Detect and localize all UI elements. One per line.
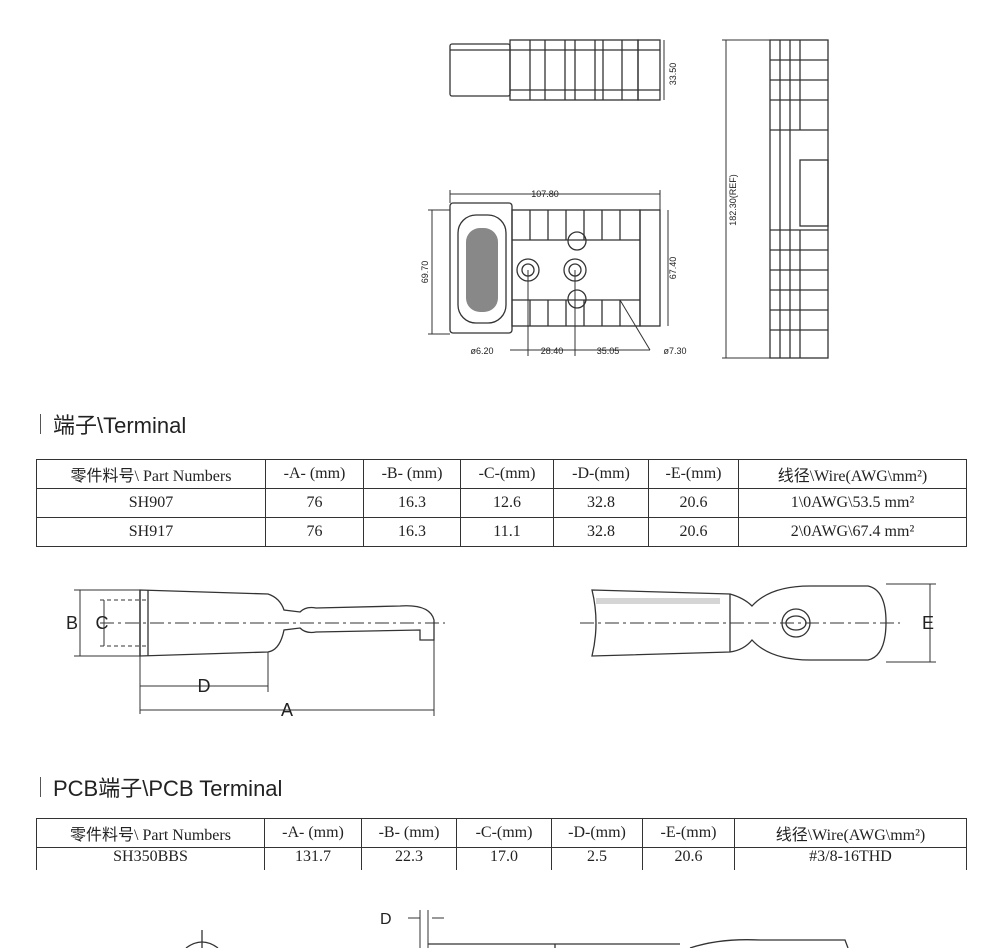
dim-hole-left: ø6.20: [470, 346, 493, 356]
col-c: -C-(mm): [456, 818, 552, 848]
col-d: -D-(mm): [551, 818, 643, 848]
cell-c: 12.6: [460, 488, 554, 518]
col-b: -B- (mm): [363, 459, 461, 489]
col-a: -A- (mm): [264, 818, 362, 848]
col-wire: 线径\Wire(AWG\mm²): [734, 818, 967, 848]
terminal-heading-text: 端子\Terminal: [53, 413, 187, 438]
cell-d: 32.8: [553, 488, 649, 518]
table-row: SH917 76 16.3 11.1 32.8 20.6 2\0AWG\67.4…: [36, 517, 967, 547]
dim-spacing-1: 28.40: [541, 346, 564, 356]
dim-right-height: 67.40: [668, 257, 678, 280]
cell-b: 16.3: [363, 488, 461, 518]
dim-left-height: 69.70: [420, 261, 430, 284]
cell-wire: #3/8-16THD: [734, 847, 967, 870]
heading-bar: [40, 414, 41, 434]
cell-part: SH917: [36, 517, 266, 547]
label-d: D: [198, 676, 211, 696]
table-row: SH350BBS 131.7 22.3 17.0 2.5 20.6 #3/8-1…: [36, 847, 967, 870]
col-d: -D-(mm): [553, 459, 649, 489]
dim-spacing-2: 35.05: [597, 346, 620, 356]
col-wire: 线径\Wire(AWG\mm²): [738, 459, 967, 489]
col-b: -B- (mm): [361, 818, 457, 848]
cell-part: SH907: [36, 488, 266, 518]
col-part-numbers: 零件料号\ Part Numbers: [36, 818, 265, 848]
col-part-numbers: 零件料号\ Part Numbers: [36, 459, 266, 489]
table-row: SH907 76 16.3 12.6 32.8 20.6 1\0AWG\53.5…: [36, 488, 967, 518]
pcb-heading-text: PCB端子\PCB Terminal: [53, 776, 283, 801]
cell-c: 17.0: [456, 847, 552, 870]
cell-a: 76: [265, 488, 364, 518]
table-header-row: 零件料号\ Part Numbers -A- (mm) -B- (mm) -C-…: [36, 818, 967, 848]
label-b: B: [66, 613, 78, 633]
label-e: E: [922, 613, 934, 633]
pcb-section-heading: PCB端子\PCB Terminal: [40, 771, 282, 803]
terminal-section-heading: 端子\Terminal: [40, 408, 186, 440]
table-header-row: 零件料号\ Part Numbers -A- (mm) -B- (mm) -C-…: [36, 459, 967, 489]
cell-wire: 2\0AWG\67.4 mm²: [738, 517, 967, 547]
pcb-label-d: D: [380, 911, 392, 928]
col-e: -E-(mm): [642, 818, 735, 848]
cell-d: 32.8: [553, 517, 649, 547]
cell-e: 20.6: [648, 517, 739, 547]
connector-drawing: 33.50 107.80 69.70 67.40 ø6.20 28.40 35.…: [420, 39, 829, 359]
cell-b: 16.3: [363, 517, 461, 547]
dim-top-height: 33.50: [668, 63, 678, 86]
dim-side-length: 182.30(REF): [728, 174, 738, 226]
cell-c: 11.1: [460, 517, 554, 547]
col-e: -E-(mm): [648, 459, 739, 489]
dim-hole-right: ø7.30: [663, 346, 686, 356]
pcb-spec-table: 零件料号\ Part Numbers -A- (mm) -B- (mm) -C-…: [36, 818, 967, 870]
cell-a: 131.7: [264, 847, 362, 870]
cell-d: 2.5: [551, 847, 643, 870]
cell-a: 76: [265, 517, 364, 547]
label-a: A: [281, 700, 293, 720]
label-c: C: [96, 613, 109, 633]
cell-part: SH350BBS: [36, 847, 265, 870]
dim-width: 107.80: [531, 189, 559, 199]
terminal-spec-table: 零件料号\ Part Numbers -A- (mm) -B- (mm) -C-…: [36, 459, 967, 547]
col-c: -C-(mm): [460, 459, 554, 489]
cell-wire: 1\0AWG\53.5 mm²: [738, 488, 967, 518]
cell-e: 20.6: [642, 847, 735, 870]
col-a: -A- (mm): [265, 459, 364, 489]
cell-e: 20.6: [648, 488, 739, 518]
cell-b: 22.3: [361, 847, 457, 870]
heading-bar: [40, 777, 41, 797]
